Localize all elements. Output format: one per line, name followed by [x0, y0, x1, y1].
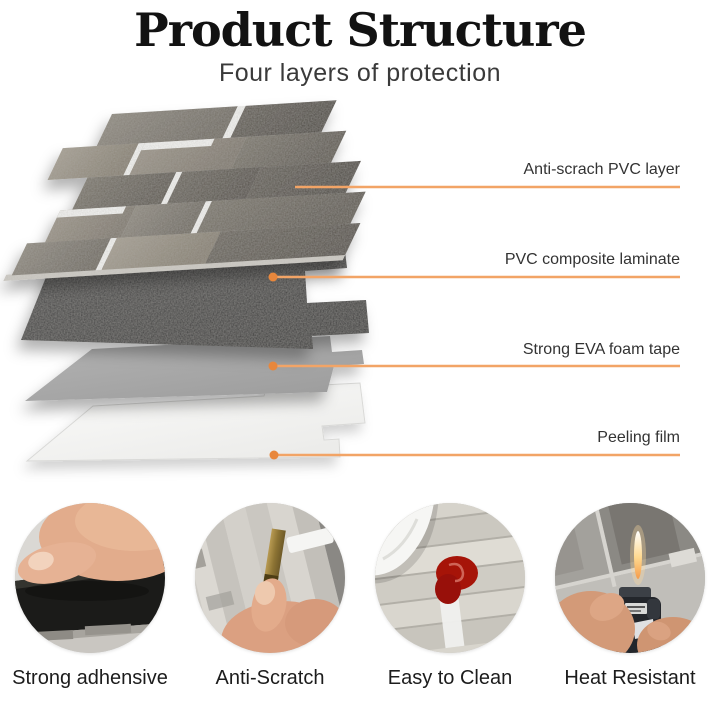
page-subtitle: Four layers of protection: [218, 58, 502, 87]
callout-dot-foam: [268, 361, 278, 371]
feature-easy-to-clean: Easy to Clean: [372, 503, 528, 690]
feature-caption-anti-scratch: Anti-Scratch: [215, 667, 325, 689]
feature-anti-scratch: Anti-Scratch: [192, 503, 348, 690]
header: Product Structure Four layers of protect…: [0, 0, 720, 88]
feature-strong-adhesive: Strong adhensive: [12, 503, 168, 690]
feature-image-anti-scratch: [195, 503, 345, 653]
tile-mosaic: [3, 100, 366, 281]
feature-image-easy-to-clean: [375, 503, 525, 653]
callout-label-foam: Strong EVA foam tape: [522, 341, 680, 358]
callout-label-film: Peeling film: [597, 429, 680, 446]
page-title: Product Structure: [134, 3, 587, 57]
feature-caption-strong-adhesive: Strong adhensive: [12, 667, 168, 689]
layer-foam-tape: [25, 336, 364, 401]
callout-dot-film: [269, 450, 279, 460]
callout-label-composite: PVC composite laminate: [504, 251, 680, 268]
feature-caption-heat-resistant: Heat Resistant: [564, 667, 696, 689]
feature-row: Strong adhensive: [0, 503, 720, 690]
layer-tile-surface: [3, 100, 366, 281]
callout-label-pvc-layer: Anti-scrach PVC layer: [523, 161, 681, 178]
callout-dot-composite: [268, 272, 278, 282]
feature-image-heat-resistant: [555, 503, 705, 653]
feature-heat-resistant: Heat Resistant: [552, 503, 708, 690]
feature-caption-easy-to-clean: Easy to Clean: [387, 667, 513, 689]
feature-image-strong-adhesive: [15, 503, 165, 653]
callout-lines: [268, 185, 680, 460]
